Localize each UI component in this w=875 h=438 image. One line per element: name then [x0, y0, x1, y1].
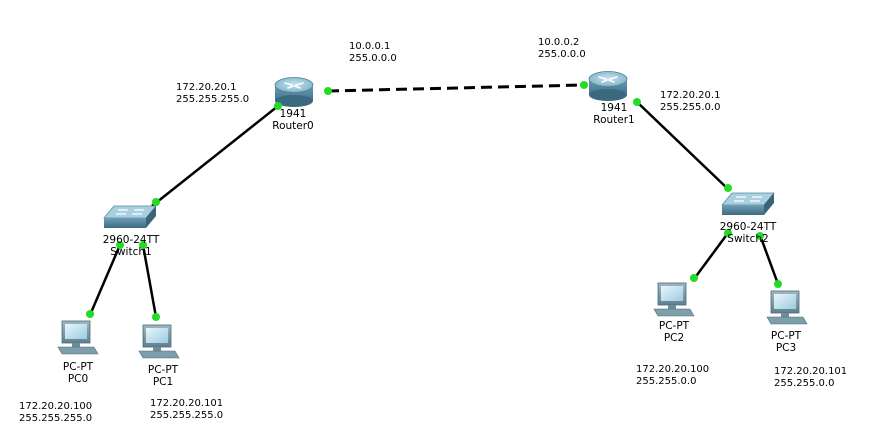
- pc2-ip: 172.20.20.100: [636, 364, 710, 375]
- port-status-indicator: [724, 184, 732, 192]
- pc0-ip: 172.20.20.100: [19, 401, 93, 412]
- port-status-indicator: [756, 232, 764, 240]
- pc1-ip: 172.20.20.101: [150, 398, 224, 409]
- router1-lan-ip: 172.20.20.1: [660, 90, 721, 101]
- router0-wan-ip: 10.0.0.1: [349, 41, 391, 52]
- port-status-indicator: [274, 102, 282, 110]
- port-status-indicator: [690, 274, 698, 282]
- router0-name-label: Router0: [272, 120, 314, 132]
- port-status-indicator: [152, 313, 160, 321]
- port-status-indicator: [633, 98, 641, 106]
- router1-model-label: 1941: [600, 102, 628, 114]
- pc3-mask: 255.255.0.0: [774, 378, 835, 389]
- port-status-indicator: [139, 241, 147, 249]
- pc3-ip: 172.20.20.101: [774, 366, 848, 377]
- router1-lan-mask: 255.255.0.0: [660, 102, 721, 113]
- pc2-model-label: PC-PT: [658, 320, 690, 332]
- router1-wan-ip: 10.0.0.2: [538, 37, 580, 48]
- link-switch1-pc0[interactable]: [88, 244, 122, 316]
- pc1-model-label: PC-PT: [147, 364, 179, 376]
- switch1[interactable]: [103, 205, 157, 228]
- pc0[interactable]: [57, 320, 99, 355]
- link-switch1-pc1[interactable]: [141, 244, 158, 318]
- router1[interactable]: [588, 71, 628, 102]
- pc1-mask: 255.255.255.0: [150, 410, 224, 421]
- router1-wan-mask: 255.0.0.0: [538, 49, 586, 60]
- pc0-mask: 255.255.255.0: [19, 413, 93, 424]
- port-status-indicator: [724, 229, 732, 237]
- router0-lan-mask: 255.255.255.0: [176, 94, 250, 105]
- pc3-name-label: PC3: [775, 342, 797, 354]
- port-status-indicator: [324, 87, 332, 95]
- port-status-indicator: [86, 310, 94, 318]
- pc1-name-label: PC1: [152, 376, 174, 388]
- port-indicators: [86, 81, 782, 321]
- port-status-indicator: [774, 280, 782, 288]
- router0-model-label: 1941: [279, 108, 307, 120]
- pc2-mask: 255.255.0.0: [636, 376, 697, 387]
- pc0-model-label: PC-PT: [62, 361, 94, 373]
- link-router1-switch2[interactable]: [636, 101, 729, 190]
- link-switch2-pc2[interactable]: [692, 232, 730, 280]
- router0-lan-ip: 172.20.20.1: [176, 82, 237, 93]
- pc2[interactable]: [653, 282, 695, 317]
- port-status-indicator: [152, 198, 160, 206]
- router0[interactable]: [274, 77, 314, 108]
- link-router0-switch1[interactable]: [151, 105, 279, 207]
- switch2[interactable]: [721, 192, 775, 215]
- link-switch2-pc3[interactable]: [758, 234, 780, 285]
- pc1[interactable]: [138, 324, 180, 359]
- port-status-indicator: [116, 241, 124, 249]
- pc0-name-label: PC0: [67, 373, 89, 385]
- link-router0-router1[interactable]: [327, 83, 585, 93]
- pc3[interactable]: [766, 290, 808, 325]
- router0-wan-mask: 255.0.0.0: [349, 53, 397, 64]
- links: [88, 83, 780, 318]
- port-status-indicator: [580, 81, 588, 89]
- pc3-model-label: PC-PT: [770, 330, 802, 342]
- pc2-name-label: PC2: [663, 332, 685, 344]
- switch2-name-label: Switch2: [727, 233, 769, 245]
- switch1-model-label: 2960-24TT: [102, 234, 160, 246]
- router1-name-label: Router1: [593, 114, 635, 126]
- switch1-name-label: Switch1: [110, 246, 152, 258]
- switch2-model-label: 2960-24TT: [719, 221, 777, 233]
